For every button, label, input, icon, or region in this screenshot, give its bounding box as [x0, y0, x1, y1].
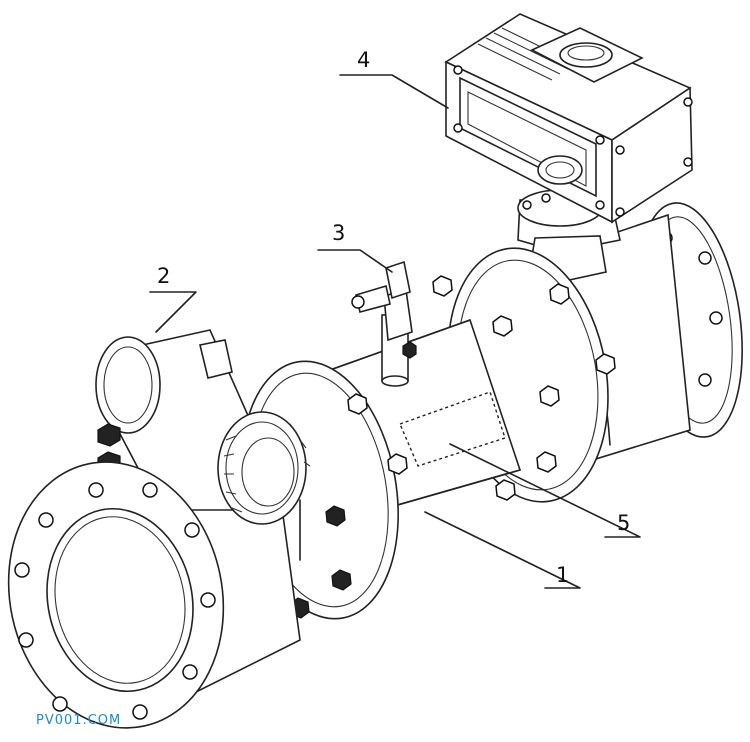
- flange-bolts-right: [432, 275, 616, 501]
- callout-1: 1: [556, 563, 569, 587]
- left-end-flange: [7, 461, 225, 729]
- callout-5: 5: [617, 511, 630, 535]
- flange-bolts-left: [289, 393, 408, 619]
- electric-actuator-box: [444, 13, 693, 224]
- temperature-sensor: [351, 260, 417, 387]
- callout-4: 4: [357, 48, 370, 72]
- callout-3: 3: [332, 221, 345, 245]
- callout-2: 2: [157, 264, 170, 288]
- callout-leaders: [149, 74, 641, 589]
- watermark: PV001.COM: [36, 713, 121, 728]
